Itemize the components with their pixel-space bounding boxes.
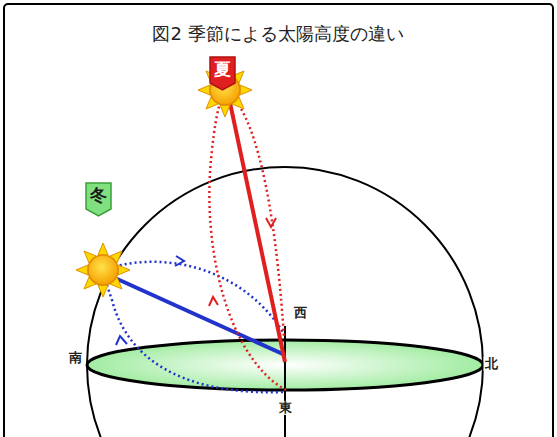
direction-label: 東 <box>278 401 293 415</box>
winter-altitude-line <box>115 278 285 355</box>
arrow-head <box>209 297 218 306</box>
season-tag: 冬 <box>85 182 112 217</box>
tag-outline <box>210 57 235 90</box>
arrow-head <box>266 218 276 227</box>
celestial-sphere <box>87 167 483 437</box>
winter-sun-path <box>103 262 283 392</box>
winter-sun <box>76 243 130 297</box>
arrow-head <box>116 336 127 345</box>
summer-sun-path <box>209 90 286 390</box>
tag-outline <box>86 183 111 216</box>
summer-altitude-line <box>229 98 285 362</box>
east-west-line <box>284 326 286 437</box>
arrow-head <box>175 256 184 266</box>
direction-label: 西 <box>293 306 308 320</box>
direction-label: 南 <box>68 351 83 365</box>
direction-label: 北 <box>484 357 499 371</box>
season-label: 冬 <box>85 182 112 205</box>
diagram-title: 図2 季節による太陽高度の違い <box>152 22 403 46</box>
season-tag: 夏 <box>209 56 236 91</box>
season-label: 夏 <box>209 56 236 79</box>
